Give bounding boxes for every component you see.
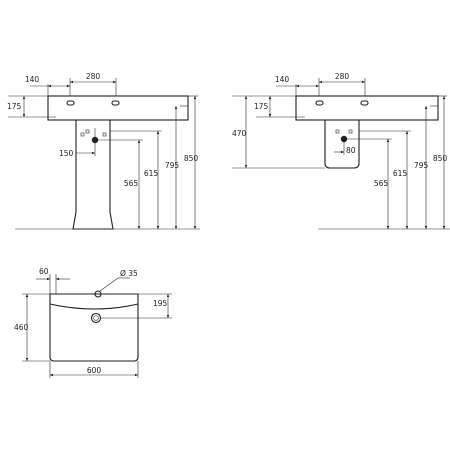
dim-565: 565 [124,179,139,188]
fixing-mark [102,132,107,137]
tap-hole-left [66,100,75,106]
dim-diameter-35: Ø 35 [120,269,138,278]
dim-195: 195 [153,299,168,308]
dim-850: 850 [433,154,448,163]
semi-pedestal-outline [324,120,360,169]
basin-top-outline [49,293,139,362]
dim-140: 140 [25,75,40,84]
front-view-pedestal: 280 140 175 150 565 615 795 850 [7,72,200,230]
tap-hole-right [360,100,369,106]
tap-hole-left [315,100,324,106]
front-view-semi-pedestal: 280 140 175 470 80 565 615 795 850 [232,72,450,230]
dim-175: 175 [254,102,269,111]
dim-850: 850 [184,154,199,163]
dim-460: 460 [14,323,29,332]
dim-280: 280 [335,72,350,81]
fixing-mark [85,129,90,134]
dim-140: 140 [275,75,290,84]
dim-615: 615 [144,169,159,178]
top-view: 60 Ø 35 195 460 600 [14,267,172,378]
dim-565: 565 [374,179,389,188]
waste-outer [90,312,102,324]
dim-795: 795 [414,161,429,170]
basin-outline [47,95,189,121]
dim-470: 470 [232,129,247,138]
dim-795: 795 [165,161,180,170]
fixing-mark [80,132,85,137]
dim-615: 615 [393,169,408,178]
tap-hole-right [111,100,120,106]
dim-60: 60 [39,267,49,276]
dim-150: 150 [59,149,74,158]
pedestal-outline [72,120,114,230]
bowl-rim [49,303,139,310]
waste-inner [93,315,99,321]
waste-outlet [340,135,348,143]
dim-80: 80 [346,146,356,155]
basin-outline [295,95,439,121]
dim-280: 280 [86,72,101,81]
dim-600: 600 [87,366,102,375]
dim-175: 175 [7,102,22,111]
